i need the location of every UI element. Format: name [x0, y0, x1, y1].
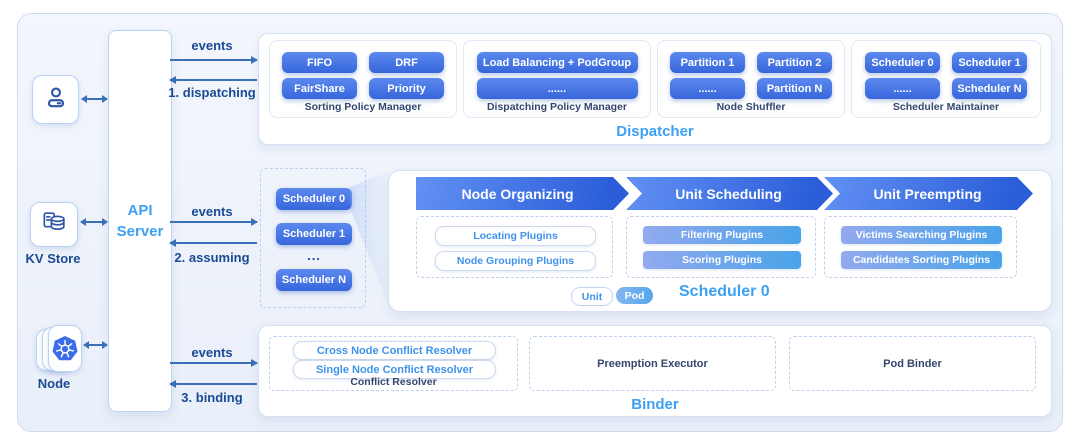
partition-chip: Partition 1	[670, 52, 745, 73]
dispatcher-box: FIFO DRF FairShare Priority Sorting Poli…	[258, 33, 1052, 145]
policy-chip: FairShare	[282, 78, 357, 99]
partition-chip: Partition 2	[757, 52, 832, 73]
policy-chip: Load Balancing + PodGroup	[476, 52, 638, 73]
group-label: Dispatching Policy Manager	[486, 101, 628, 113]
scheduler-detail-box: Node Organizing Unit Scheduling Unit Pre…	[388, 170, 1052, 312]
plugin-chip: Locating Plugins	[435, 226, 596, 246]
node-card-front	[48, 325, 82, 372]
scheduler-chip: ......	[865, 78, 940, 99]
return-arrow-left-3	[169, 380, 257, 388]
partition-chip: ......	[670, 78, 745, 99]
plugin-chip: Scoring Plugins	[643, 251, 801, 269]
return-arrow-left-2	[169, 239, 257, 247]
conflict-resolver-box: Cross Node Conflict Resolver Single Node…	[269, 336, 518, 391]
node-shuffler-group: Partition 1 Partition 2 ...... Partition…	[657, 40, 845, 118]
stage-banner-unit-scheduling: Unit Scheduling	[626, 177, 833, 210]
resolver-chip: Cross Node Conflict Resolver	[293, 341, 496, 360]
user-apiserver-arrow	[81, 95, 108, 103]
group-label: Sorting Policy Manager	[304, 101, 422, 113]
api-server-label-line2: Server	[116, 223, 164, 240]
events-label-1: events	[191, 38, 233, 53]
return-arrow-left-1	[169, 76, 257, 84]
scheduler-chip: Scheduler 0	[865, 52, 940, 73]
policy-chip: DRF	[369, 52, 444, 73]
events-arrow-right-2	[170, 218, 258, 226]
binder-box: Cross Node Conflict Resolver Single Node…	[258, 325, 1052, 417]
scheduler-instance: Scheduler 1	[276, 223, 352, 245]
scheduler-instance-ellipsis: ...	[307, 248, 321, 263]
scheduler-chip: Scheduler 1	[952, 52, 1027, 73]
scheduler-detail-title: Scheduler 0	[679, 283, 770, 300]
user-card	[32, 75, 79, 124]
plugin-chip: Filtering Plugins	[643, 226, 801, 244]
events-label-3: events	[191, 345, 233, 360]
legend-unit: Unit	[571, 287, 613, 306]
dispatching-policy-manager-group: Load Balancing + PodGroup ...... Dispatc…	[463, 40, 651, 118]
plugin-chip: Node Grouping Plugins	[435, 251, 596, 271]
policy-chip: Priority	[369, 78, 444, 99]
group-label: Scheduler Maintainer	[892, 101, 1000, 113]
kv-store-label: KV Store	[25, 251, 81, 266]
step-label-assuming: 2. assuming	[174, 250, 250, 265]
step-label-binding: 3. binding	[181, 390, 243, 405]
legend-pod: Pod	[616, 287, 653, 304]
stage-banner-node-organizing: Node Organizing	[416, 177, 629, 210]
scheduler-instance: Scheduler 0	[276, 188, 352, 210]
preemption-executor-box: Preemption Executor	[529, 336, 776, 391]
kv-store-card	[30, 202, 78, 247]
scheduler-chip: Scheduler N	[952, 78, 1027, 99]
unit-scheduling-plugins-box: Filtering Plugins Scoring Plugins	[626, 216, 816, 278]
api-server-box: API Server	[108, 30, 172, 412]
sorting-policy-manager-group: FIFO DRF FairShare Priority Sorting Poli…	[269, 40, 457, 118]
pod-binder-box: Pod Binder	[789, 336, 1036, 391]
step-label-dispatching: 1. dispatching	[168, 85, 256, 100]
preemption-executor-label: Preemption Executor	[597, 357, 708, 370]
user-icon	[43, 84, 69, 115]
stage-banner-unit-preempting: Unit Preempting	[824, 177, 1033, 210]
scheduler-maintainer-group: Scheduler 0 Scheduler 1 ...... Scheduler…	[851, 40, 1041, 118]
partition-chip: Partition N	[757, 78, 832, 99]
kv-store-icon	[41, 210, 68, 240]
node-label: Node	[37, 376, 71, 391]
events-arrow-right-1	[170, 56, 258, 64]
node-organizing-plugins-box: Locating Plugins Node Grouping Plugins	[416, 216, 613, 278]
node-apiserver-arrow	[83, 341, 108, 349]
unit-preempting-plugins-box: Victims Searching Plugins Candidates Sor…	[824, 216, 1017, 278]
binder-title: Binder	[631, 396, 679, 413]
pod-binder-label: Pod Binder	[883, 357, 942, 370]
events-arrow-right-3	[170, 359, 258, 367]
api-server-label-line1: API	[127, 202, 153, 219]
resolver-chip: Single Node Conflict Resolver	[293, 360, 496, 379]
kvstore-apiserver-arrow	[80, 218, 108, 226]
policy-chip: FIFO	[282, 52, 357, 73]
dispatcher-title: Dispatcher	[616, 123, 694, 140]
plugin-chip: Victims Searching Plugins	[841, 226, 1002, 244]
plugin-chip: Candidates Sorting Plugins	[841, 251, 1002, 269]
policy-chip: ......	[476, 78, 638, 99]
kubernetes-icon	[52, 336, 78, 361]
events-label-2: events	[191, 204, 233, 219]
scheduler-instance-list: Scheduler 0 Scheduler 1 ... Scheduler N	[260, 168, 366, 308]
conflict-resolver-label: Conflict Resolver	[350, 376, 437, 388]
scheduler-instance: Scheduler N	[276, 269, 352, 291]
group-label: Node Shuffler	[716, 101, 786, 113]
